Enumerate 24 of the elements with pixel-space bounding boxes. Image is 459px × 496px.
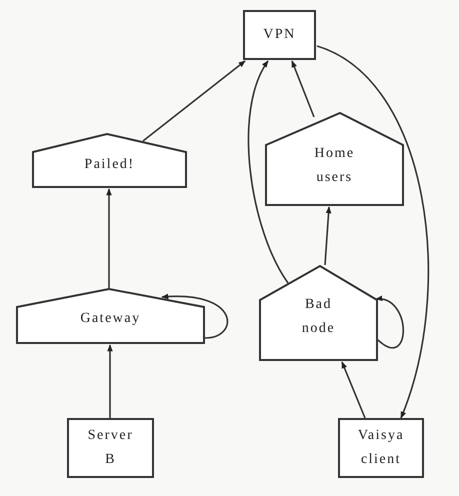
arrow <box>142 60 246 142</box>
node-label: Bad node <box>300 296 336 338</box>
arrow <box>291 60 315 118</box>
node-label: Pailed! <box>83 156 136 174</box>
node-label: VPN <box>262 26 297 44</box>
arrow <box>106 188 112 290</box>
process-box <box>338 418 424 478</box>
arrow <box>248 60 289 284</box>
arrow <box>324 206 332 266</box>
node-label: Gateway <box>79 310 142 328</box>
arrow <box>161 294 228 339</box>
house-shaped-node <box>32 133 187 188</box>
house-shaped-node <box>265 112 404 206</box>
arrow <box>341 361 366 418</box>
node-label: Home users <box>313 145 356 187</box>
process-box <box>243 10 316 60</box>
arrow <box>375 296 404 349</box>
house-shaped-node <box>259 265 378 361</box>
house-shaped-node <box>16 288 205 344</box>
node-label: Vaisya client <box>356 427 406 469</box>
arrow <box>316 45 430 419</box>
process-box <box>67 418 154 478</box>
arrow <box>107 344 113 418</box>
node-label: Server B <box>86 427 134 469</box>
